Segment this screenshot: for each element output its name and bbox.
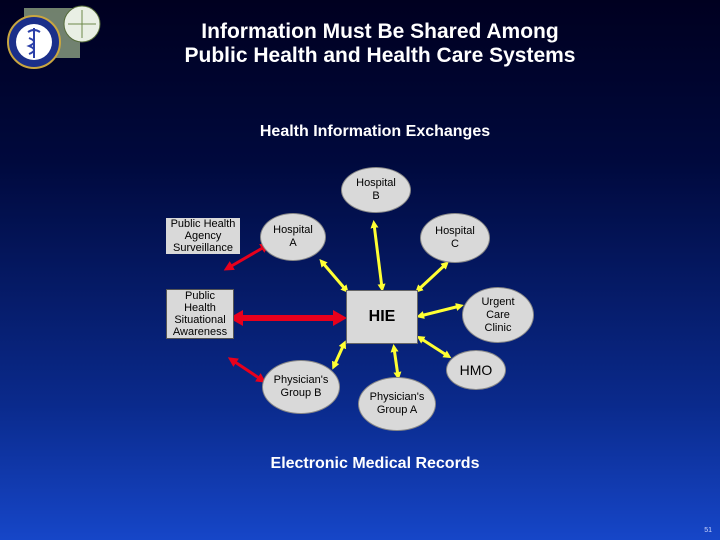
surveillance-line-2: Agency xyxy=(184,230,222,242)
situational-line-2: Health xyxy=(184,302,216,314)
urgent-care-line-3: Clinic xyxy=(484,321,512,334)
arrow-hie-physicians-a xyxy=(390,344,402,380)
arrow-hie-urgent-care xyxy=(416,303,464,319)
footer-caption: Electronic Medical Records xyxy=(270,455,480,472)
situational-line-4: Awareness xyxy=(172,326,228,338)
title-line-1: Information Must Be Shared Among xyxy=(201,20,559,43)
caduceus-seal-icon xyxy=(7,5,101,69)
diagram-subtitle: Health Information Exchanges xyxy=(259,123,491,140)
surveillance-line-3: Surveillance xyxy=(173,242,233,254)
node-hospital-b: Hospital B xyxy=(341,167,411,213)
arrow-hie-hospital-a xyxy=(319,258,349,294)
node-hospital-a: Hospital A xyxy=(260,213,326,261)
node-hmo: HMO xyxy=(446,350,506,390)
arrow-situational-physicians-b xyxy=(227,357,267,383)
hospital-c-line-2: C xyxy=(451,238,459,250)
hospital-b-line-2: B xyxy=(372,190,380,202)
situational-line-1: Public xyxy=(185,290,215,302)
label-public-health-situational-awareness: Public Health Situational Awareness xyxy=(166,289,234,339)
hospital-a-line-2: A xyxy=(289,237,297,249)
page-number: 51 xyxy=(704,527,712,534)
node-physicians-group-a: Physician's Group A xyxy=(358,377,436,431)
physicians-a-line-1: Physician's xyxy=(369,391,425,403)
physicians-b-line-2: Group B xyxy=(280,387,322,399)
agency-seal-logo xyxy=(4,4,104,74)
slide-title: Information Must Be Shared Among Public … xyxy=(120,20,640,68)
hospital-c-line-1: Hospital xyxy=(435,225,475,237)
title-line-2: Public Health and Health Care Systems xyxy=(184,44,576,67)
label-public-health-surveillance: Public Health Agency Surveillance xyxy=(166,218,240,254)
node-urgent-care-clinic: Urgent Care Clinic xyxy=(462,287,534,343)
arrow-surveillance-hospital-a xyxy=(223,243,271,271)
physicians-a-line-2: Group A xyxy=(376,404,418,416)
arrow-hie-physicians-b xyxy=(332,340,346,370)
hospital-a-line-1: Hospital xyxy=(273,224,313,236)
arrow-hie-hospital-c xyxy=(415,261,449,293)
urgent-care-line-2: Care xyxy=(486,308,510,321)
situational-line-3: Situational xyxy=(174,314,226,326)
hie-hub: HIE xyxy=(346,290,418,344)
surveillance-line-1: Public Health xyxy=(170,218,236,230)
physicians-b-line-1: Physician's xyxy=(273,374,329,386)
hmo-label: HMO xyxy=(459,361,493,378)
arrow-hie-hmo xyxy=(416,335,452,359)
node-physicians-group-b: Physician's Group B xyxy=(262,360,340,414)
hospital-b-line-1: Hospital xyxy=(356,177,396,189)
urgent-care-line-1: Urgent xyxy=(481,295,515,308)
node-hospital-c: Hospital C xyxy=(420,213,490,263)
arrow-hie-hospital-b xyxy=(370,220,386,292)
